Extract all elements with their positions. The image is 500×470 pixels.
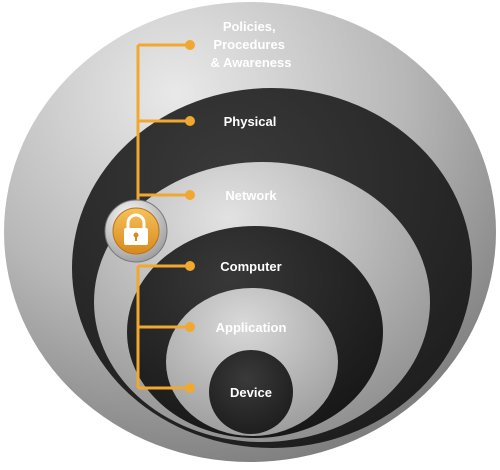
layer-label-policies: Policies, Procedures & Awareness xyxy=(211,19,292,70)
connector-dot-computer xyxy=(185,261,195,271)
label-line: & Awareness xyxy=(211,55,292,70)
layer-label-computer: Computer xyxy=(220,259,281,274)
label-line: Policies, xyxy=(223,19,276,34)
layer-label-device: Device xyxy=(230,385,272,400)
label-line: Procedures xyxy=(213,37,285,52)
padlock-icon xyxy=(104,199,168,263)
connector-dot-physical xyxy=(185,116,195,126)
connector-dot-network xyxy=(185,190,195,200)
layer-label-application: Application xyxy=(216,320,287,335)
connector-dot-policies xyxy=(185,40,195,50)
layer-device-shape xyxy=(209,350,293,434)
layer-label-network: Network xyxy=(225,188,277,203)
connector-dot-application xyxy=(185,322,195,332)
layer-label-physical: Physical xyxy=(224,114,277,129)
connector-dot-device xyxy=(185,383,195,393)
connector-lines xyxy=(136,43,188,390)
